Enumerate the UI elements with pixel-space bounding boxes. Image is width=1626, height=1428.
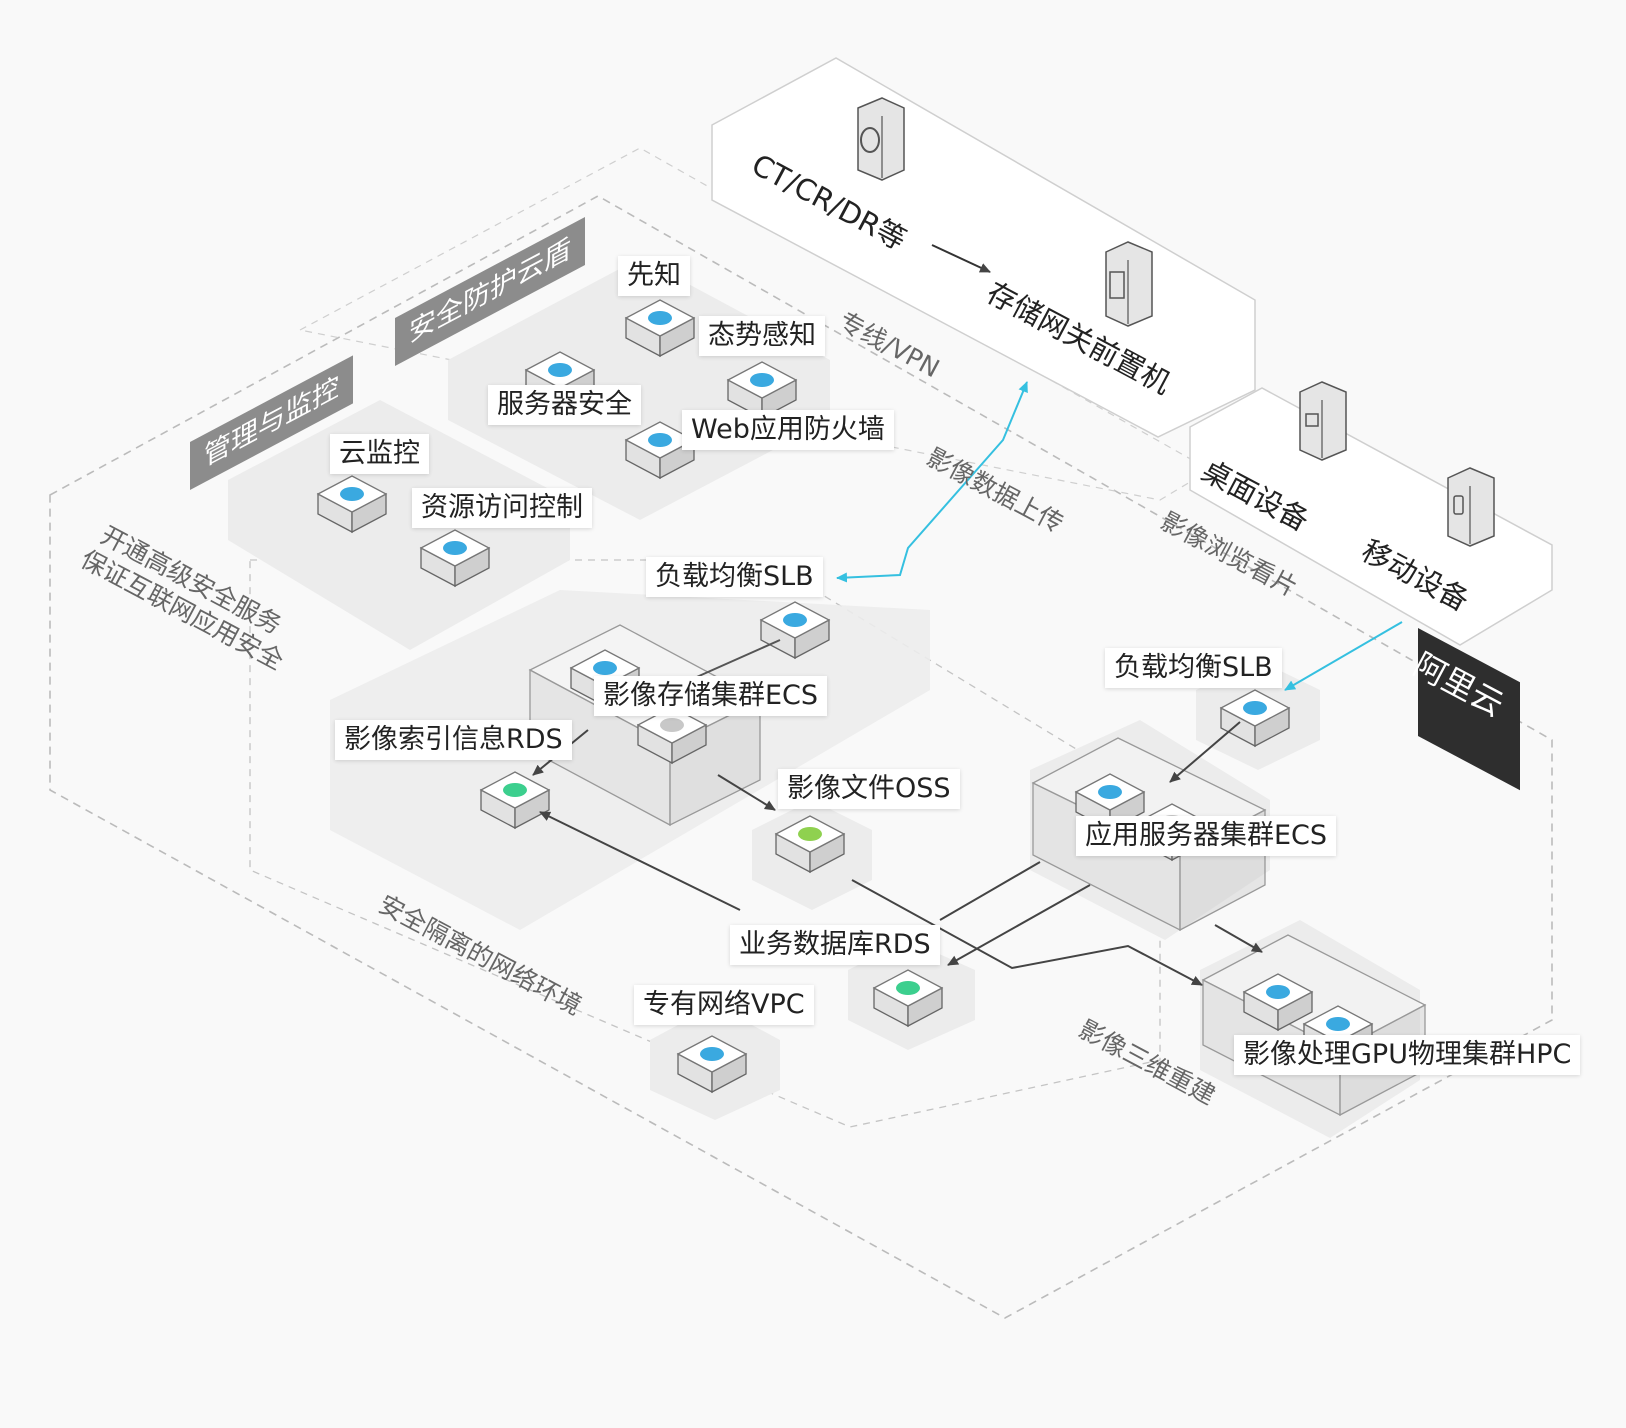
slb-left-cube-icon [783,613,807,627]
slb-right-cube-icon [1243,701,1267,715]
situation-cube-icon [750,373,774,387]
situation-label: 态势感知 [699,316,825,356]
source-panel [711,57,1256,438]
situation-cube [726,361,798,420]
oss-cube [774,815,846,874]
storage-to-oss [717,774,776,811]
slb-right-label: 负载均衡SLB [1105,648,1282,688]
scanner-icon [857,97,905,181]
cloud-monitor-cube-icon [340,487,364,501]
vpc-cube [676,1035,748,1094]
mobile-icon [1447,467,1495,547]
cloud-monitor-label: 云监控 [330,434,429,474]
ecs-storage-label: 影像存储集群ECS [594,676,828,716]
hpc-cube-1-icon [1266,985,1290,999]
isolated-network-outline [249,559,1161,1128]
rds-index-label: 影像索引信息RDS [335,720,572,760]
gateway-icon [1105,241,1153,327]
rds-business-label: 业务数据库RDS [730,925,940,965]
browse-arrow [1284,621,1403,691]
rds-index-cube-icon [503,783,527,797]
ram-cube-icon [443,541,467,555]
ct-to-gateway-arrow [931,244,991,273]
ecs-storage-cube-2-icon [660,718,684,732]
desktop-icon [1299,381,1347,461]
hpc-cube-1 [1242,973,1314,1032]
app-to-business-2 [947,884,1091,966]
oss-to-hpc [851,879,1203,986]
hpc-label: 影像处理GPU物理集群HPC [1234,1035,1581,1075]
oss-label: 影像文件OSS [778,769,960,809]
rds-index-cube [479,771,551,830]
vpc-label: 专有网络VPC [634,985,814,1025]
slb-to-app [1169,721,1241,783]
oss-cube-icon [798,827,822,841]
server-security-cube-icon [548,363,572,377]
vpc-region-outline [49,195,1553,1319]
waf-label: Web应用防火墙 [682,410,894,450]
slb-right-cube [1219,689,1291,748]
rds-business-cube-icon [896,981,920,995]
vpc-cube-icon [700,1047,724,1061]
ecs-app-cube-1-icon [1098,785,1122,799]
upload-arrow [836,381,1028,583]
hpc-cube-2-icon [1326,1017,1350,1031]
monitor-platform [228,400,570,650]
ecs-app-label: 应用服务器集群ECS [1076,816,1337,856]
slb-left-cube [759,601,831,660]
cloud-monitor-cube [316,475,388,534]
client-panel [1189,387,1553,646]
rds-business-cube [872,969,944,1028]
waf-cube-icon [648,433,672,447]
xianzhi-cube [624,299,696,358]
slb-to-storage-line [689,639,781,681]
app-to-hpc [1214,924,1263,953]
business-to-rds-index [539,811,741,911]
slb-left-label: 负载均衡SLB [646,557,823,597]
xianzhi-label: 先知 [618,256,690,296]
ram-label: 资源访问控制 [412,488,592,528]
app-to-business-1 [939,861,1041,921]
ecs-storage-cube-1-icon [593,661,617,675]
xianzhi-cube-icon [648,311,672,325]
server-security-label: 服务器安全 [488,385,641,425]
ram-cube [419,529,491,588]
